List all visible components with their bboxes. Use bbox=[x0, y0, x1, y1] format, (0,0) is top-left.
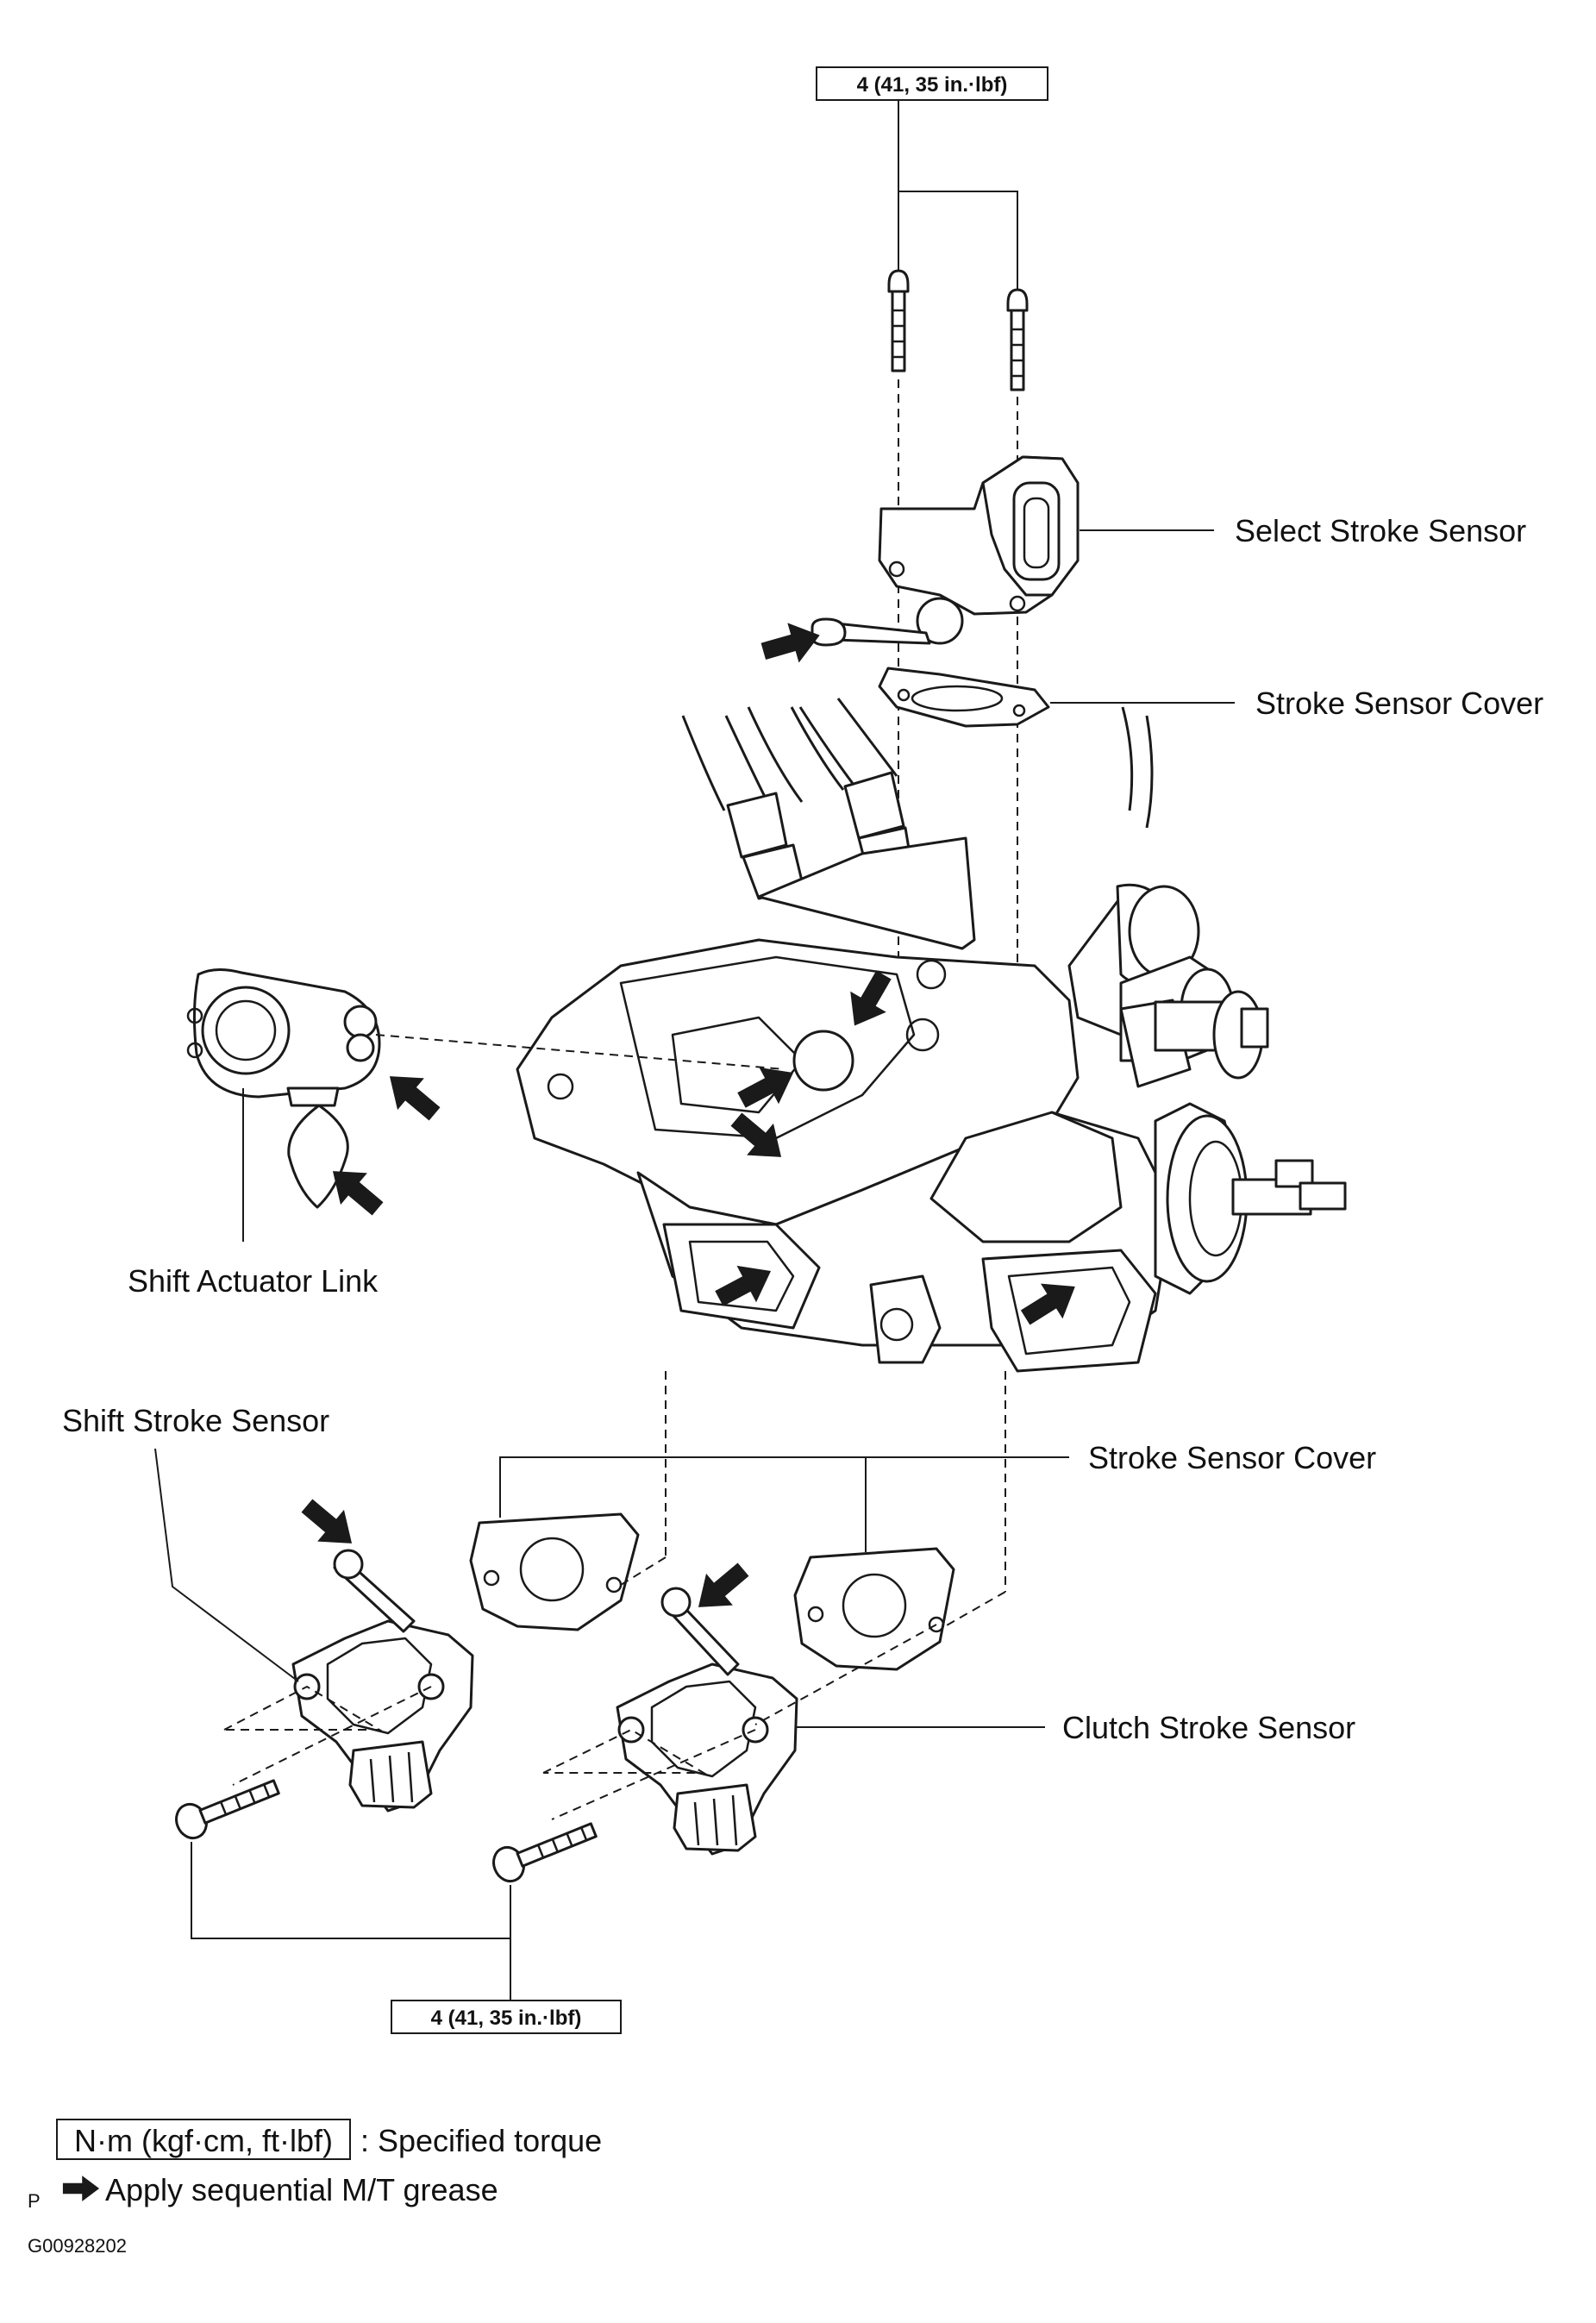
legend-torque-units: N·m (kgf·cm, ft·lbf) bbox=[74, 2123, 333, 2158]
torque-bottom-bracket bbox=[191, 1842, 510, 1939]
stroke-sensor-cover-bottom-right bbox=[793, 1547, 955, 1671]
stroke-sensor-cover-top bbox=[878, 667, 1050, 728]
top-bolt-left bbox=[887, 269, 910, 373]
clutch-stroke-sensor bbox=[616, 1587, 798, 1856]
bottom-bolt-right bbox=[487, 1813, 602, 1888]
grease-arrow-shift-lever bbox=[293, 1489, 366, 1560]
top-bolt-right bbox=[1006, 288, 1029, 391]
torque-bottom-label: 4 (41, 35 in.·lbf) bbox=[431, 2007, 582, 2030]
torque-spec-bottom: 4 (41, 35 in.·lbf) bbox=[391, 2000, 622, 2034]
shift-actuator-link bbox=[186, 968, 381, 1209]
legend-grease-prefix: P bbox=[28, 2190, 41, 2212]
label-shift-actuator-link: Shift Actuator Link bbox=[128, 1263, 379, 1299]
grease-arrow-link-socket bbox=[376, 1060, 448, 1130]
label-stroke-sensor-cover-top: Stroke Sensor Cover bbox=[1255, 686, 1543, 721]
torque-top-bracket bbox=[898, 191, 1018, 293]
legend-torque-meaning: : Specified torque bbox=[360, 2123, 602, 2158]
cover-bottom-bracket bbox=[499, 1456, 867, 1552]
legend-grease-meaning: Apply sequential M/T grease bbox=[105, 2172, 498, 2207]
label-clutch-stroke-sensor: Clutch Stroke Sensor bbox=[1062, 1710, 1355, 1745]
label-stroke-sensor-cover-bottom: Stroke Sensor Cover bbox=[1088, 1440, 1376, 1475]
shift-actuator-housing bbox=[516, 836, 1347, 1373]
shift-sensor-leader bbox=[154, 1448, 299, 1682]
figure-code: G00928202 bbox=[28, 2235, 127, 2257]
torque-spec-top: 4 (41, 35 in.·lbf) bbox=[816, 66, 1048, 101]
label-shift-stroke-sensor: Shift Stroke Sensor bbox=[62, 1403, 329, 1438]
legend-grease-arrow-icon bbox=[62, 2176, 100, 2201]
torque-top-label: 4 (41, 35 in.·lbf) bbox=[857, 73, 1008, 97]
grease-arrow-clutch-lever bbox=[685, 1553, 757, 1624]
label-select-stroke-sensor: Select Stroke Sensor bbox=[1235, 513, 1526, 548]
stroke-sensor-cover-bottom-left bbox=[469, 1512, 640, 1631]
bottom-bolt-left bbox=[170, 1769, 285, 1844]
legend: N·m (kgf·cm, ft·lbf) : Specified torque … bbox=[28, 2119, 602, 2257]
shift-stroke-sensor bbox=[291, 1549, 474, 1813]
select-stroke-sensor bbox=[811, 455, 1080, 647]
